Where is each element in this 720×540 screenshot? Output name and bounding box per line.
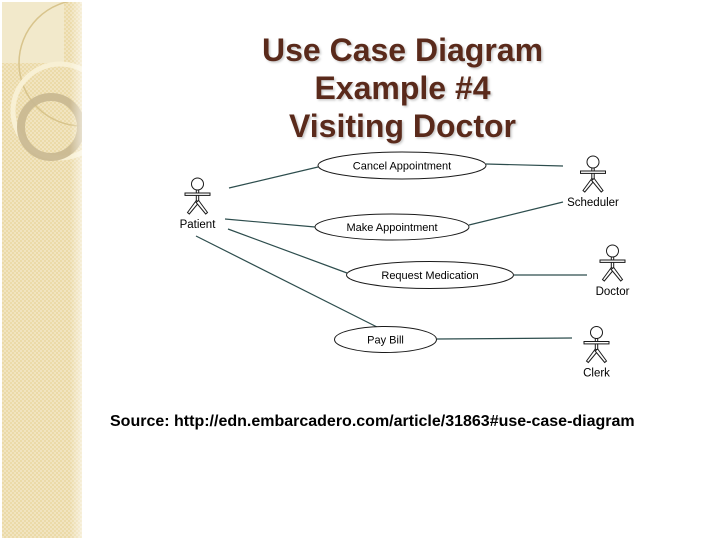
edge-patient-cancel <box>228 166 319 189</box>
actor-label-doctor: Doctor <box>596 286 630 298</box>
use-case-label-cancel-appointment: Cancel Appointment <box>353 161 451 173</box>
actor-patient-icon <box>184 177 211 215</box>
edge-paybill-clerk <box>436 337 573 340</box>
actor-scheduler-icon <box>580 155 606 193</box>
edge-make-scheduler <box>468 201 564 226</box>
source-text: Source: http://edn.embarcadero.com/artic… <box>110 413 635 430</box>
edge-patient-request <box>227 228 348 274</box>
use-case-label-request-medication: Request Medication <box>381 270 478 282</box>
edge-patient-paybill <box>195 235 380 329</box>
title-line-2: Example #4 <box>314 70 491 107</box>
use-case-cancel-appointment <box>317 151 487 180</box>
use-case-label-pay-bill: Pay Bill <box>367 335 404 347</box>
slide-title: Use Case Diagram Example #4 Visiting Doc… <box>90 31 715 145</box>
use-case-make-appointment <box>314 213 470 241</box>
actor-doctor-icon <box>599 244 626 282</box>
title-line-1: Use Case Diagram <box>261 32 544 69</box>
edge-cancel-scheduler <box>485 163 564 167</box>
edge-patient-make <box>224 218 316 228</box>
title-line-3: Visiting Doctor <box>289 108 516 145</box>
actor-label-scheduler: Scheduler <box>567 197 619 209</box>
decor-square <box>2 2 64 63</box>
use-case-request-medication <box>346 261 514 289</box>
actor-label-patient: Patient <box>180 219 217 231</box>
actor-clerk-icon <box>583 326 610 363</box>
decor-thin-circle <box>18 2 82 127</box>
use-case-label-make-appointment: Make Appointment <box>346 222 437 234</box>
use-case-pay-bill <box>334 326 437 353</box>
actor-label-clerk: Clerk <box>583 368 610 380</box>
decorative-sidebar <box>2 2 82 538</box>
sidebar-decor-graphic <box>2 2 82 161</box>
decor-ring <box>17 93 82 161</box>
